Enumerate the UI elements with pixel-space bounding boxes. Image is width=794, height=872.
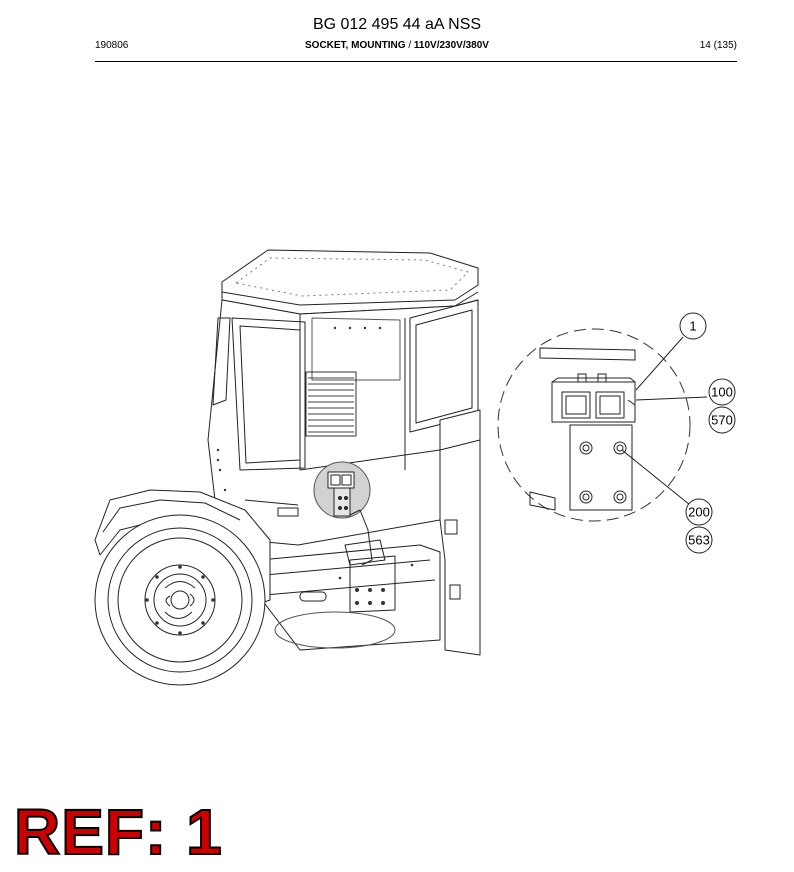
leader-lines: [621, 336, 708, 506]
header-divider: [95, 61, 737, 62]
date-code: 190806: [95, 40, 129, 51]
section-title-main: SOCKET, MOUNTING: [305, 40, 406, 51]
callout-bubbles: [679, 312, 736, 554]
socket-mount-location: [313, 461, 386, 566]
page-info: 14 (135): [699, 40, 737, 51]
callout-1: 1: [689, 319, 696, 334]
section-title: SOCKET, MOUNTING / 110V/230V/380V: [0, 40, 794, 51]
callout-563: 563: [688, 533, 710, 548]
chassis: [259, 544, 441, 651]
callout-570: 570: [711, 413, 733, 428]
detail-view: [497, 328, 691, 522]
callout-200: 200: [688, 505, 710, 520]
cab-body: [207, 299, 479, 546]
rear-body: [439, 409, 481, 656]
callout-100: 100: [711, 385, 733, 400]
front-wheel: [94, 514, 396, 686]
document-title: BG 012 495 44 aA NSS: [312, 16, 482, 33]
reference-label: REF: 1: [13, 796, 223, 868]
section-title-voltage: 110V/230V/380V: [413, 40, 489, 51]
section-title-separator: /: [405, 40, 414, 51]
cab-roof: [221, 249, 479, 315]
